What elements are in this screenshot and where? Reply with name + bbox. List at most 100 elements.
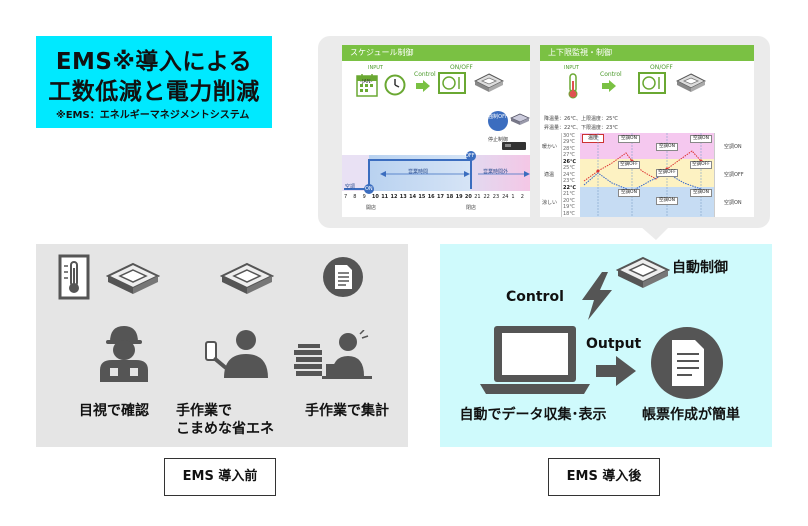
- temp-tick: 30℃: [563, 133, 575, 139]
- calendar-icon: [356, 74, 378, 97]
- temp-tick: 19℃: [563, 204, 575, 211]
- hour-tick: 18: [446, 194, 454, 200]
- temp-tick: 27℃: [563, 152, 575, 159]
- arrow-right-icon-2: [602, 80, 616, 92]
- limit-panel: INPUT Control ON/OFF 降温量：26℃、上限温度：25℃ 昇温…: [540, 61, 754, 217]
- worker-icon: [100, 326, 148, 382]
- title-line-1: EMS※導入による: [55, 49, 253, 75]
- limit-control-label: Control: [600, 71, 622, 78]
- temp-tick: 25℃: [563, 165, 575, 172]
- after-output-label: Output: [586, 336, 642, 352]
- zone-label-warm: 暖かい: [542, 144, 558, 150]
- hour-tick: 17: [437, 194, 444, 200]
- after-panel: 自動制御 Control Output 自動でデータ収集･表示 帳票作成が簡単: [440, 244, 772, 447]
- hour-tick: 13: [399, 194, 407, 200]
- hour-tick: 15: [418, 194, 426, 200]
- outdoor-unit-icon: [438, 72, 466, 94]
- temp-tick: 29℃: [563, 139, 575, 146]
- open-label: 開店: [366, 205, 377, 211]
- off-marker: OFF: [465, 153, 475, 159]
- ac-status-tag: 空調ON: [656, 197, 678, 205]
- schedule-panel-header: スケジュール制御: [342, 45, 530, 61]
- hour-tick: 19: [455, 194, 463, 200]
- schedule-timeline-chart: [342, 151, 530, 194]
- stop-control-label: 停止制御: [488, 137, 509, 143]
- before-item-manual-aggregation: 手作業で集計: [305, 403, 389, 419]
- schedule-onoff-label: ON/OFF: [450, 64, 473, 71]
- forced-off-badge: 強制OFF: [488, 111, 508, 131]
- document-icon: [323, 257, 363, 297]
- ceiling-ac-icon-2: [676, 73, 706, 92]
- on-marker: ON: [365, 186, 373, 192]
- temp-tick: 28℃: [563, 145, 575, 152]
- temp-tick: 21℃: [563, 191, 575, 198]
- person-with-phone-icon: [205, 330, 268, 378]
- close-label: 閉店: [466, 205, 477, 211]
- ac-status-tag: 空調ON: [656, 143, 678, 151]
- zone-action-warm: 空調ON: [724, 144, 742, 150]
- auto-control-label: 自動制御: [672, 260, 728, 276]
- before-item-visual-check: 目視で確認: [79, 403, 149, 419]
- condition-upper: 降温量：26℃、上限温度：25℃: [544, 116, 618, 122]
- title-footnote: ※EMS：エネルギーマネジメントシステム: [56, 110, 250, 121]
- business-hours-label: 営業時間: [408, 169, 429, 175]
- ceiling-ac-icon-large: [106, 262, 160, 294]
- hour-tick: 11: [381, 194, 389, 200]
- temp-tick: 20℃: [563, 197, 575, 204]
- ac-status-tag: 空調OFF: [618, 161, 640, 169]
- schedule-control-label: Control: [414, 71, 436, 78]
- before-panel: 目視で確認 手作業で こまめな省エネ 手作業で集計: [36, 244, 408, 447]
- person-with-papers-icon: [294, 330, 372, 379]
- title-line-2: 工数低減と電力削減: [48, 79, 260, 105]
- arrow-right-icon: [416, 80, 430, 92]
- ac-status-tag: 空調OFF: [690, 161, 712, 169]
- outside-hours-label: 営業時間外: [483, 169, 509, 175]
- temperature-curve: [583, 133, 711, 217]
- temp-tick: 22℃: [563, 184, 577, 191]
- ceiling-ac-small-icon: [510, 113, 530, 125]
- thermometer-icon-large: [58, 254, 90, 300]
- zone-label-comfort: 適温: [544, 172, 555, 178]
- dashboard-bubble: スケジュール制御 INPUT -JAN- Control ON/OFF: [318, 36, 770, 228]
- temp-tick: 18℃: [563, 210, 575, 217]
- temp-tick: 24℃: [563, 171, 575, 178]
- lightning-icon: [582, 272, 612, 320]
- ac-status-tag: 空調ON: [690, 189, 712, 197]
- limit-onoff-label: ON/OFF: [650, 64, 673, 71]
- hour-tick: 23: [492, 194, 500, 200]
- ac-status-tag: 空調ON: [618, 135, 640, 143]
- after-item-auto-collection: 自動でデータ収集･表示: [459, 407, 607, 423]
- hour-tick: 12: [390, 194, 398, 200]
- schedule-input-label: INPUT: [368, 65, 383, 71]
- laptop-icon: [480, 326, 590, 394]
- after-item-easy-report: 帳票作成が簡単: [642, 407, 740, 423]
- bubble-tail: [640, 226, 670, 240]
- ac-label: 空調: [345, 184, 356, 190]
- ceiling-ac-icon-after: [616, 256, 670, 288]
- hour-tick: 16: [427, 194, 435, 200]
- hour-tick: 21: [474, 194, 481, 200]
- hour-tick: 24: [502, 194, 509, 200]
- limit-input-label: INPUT: [564, 65, 579, 71]
- hour-tick: 1: [511, 194, 515, 200]
- zone-label-cool: 涼しい: [542, 200, 558, 206]
- before-item-manual-saving: 手作業で こまめな省エネ: [176, 403, 274, 437]
- temp-tick: 23℃: [563, 178, 575, 185]
- after-label: EMS 導入後: [548, 458, 660, 496]
- ac-status-tag: 空調ON: [690, 135, 712, 143]
- zone-action-cool: 空調ON: [724, 200, 742, 206]
- arrow-right-icon-large: [596, 356, 636, 386]
- condition-lower: 昇温量：22℃、下限温度：23℃: [544, 125, 618, 131]
- hour-tick: 9: [362, 194, 366, 200]
- controller-device-icon: [502, 142, 526, 150]
- hour-tick: 2: [520, 194, 524, 200]
- temp-tick: 26℃: [563, 158, 577, 165]
- temp-badge: 温度: [582, 134, 604, 143]
- ac-status-tag: 空調OFF: [656, 169, 678, 177]
- calendar-text: -JAN-: [360, 79, 373, 85]
- zone-action-comfort: 空調OFF: [724, 172, 744, 178]
- hour-tick: 8: [353, 194, 357, 200]
